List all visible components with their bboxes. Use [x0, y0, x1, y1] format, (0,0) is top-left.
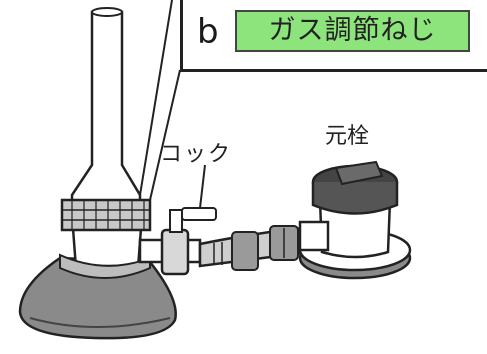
gas-adjust-screw-label: ガス調節ねじ: [235, 10, 470, 52]
cock-valve: [160, 164, 217, 276]
callout-letter: b: [197, 12, 219, 52]
cock-label: コック: [160, 142, 233, 167]
gas-adjust-screw-ring: [60, 198, 152, 232]
main-valve-base: [298, 198, 412, 280]
main-valve-knob: [311, 160, 399, 215]
callout-pointer-lines: [139, 0, 181, 201]
main-valve-label: 元栓: [325, 124, 370, 149]
rubber-hose: [198, 225, 312, 271]
burner-base: [18, 256, 177, 340]
burner-barrel: [70, 7, 142, 222]
